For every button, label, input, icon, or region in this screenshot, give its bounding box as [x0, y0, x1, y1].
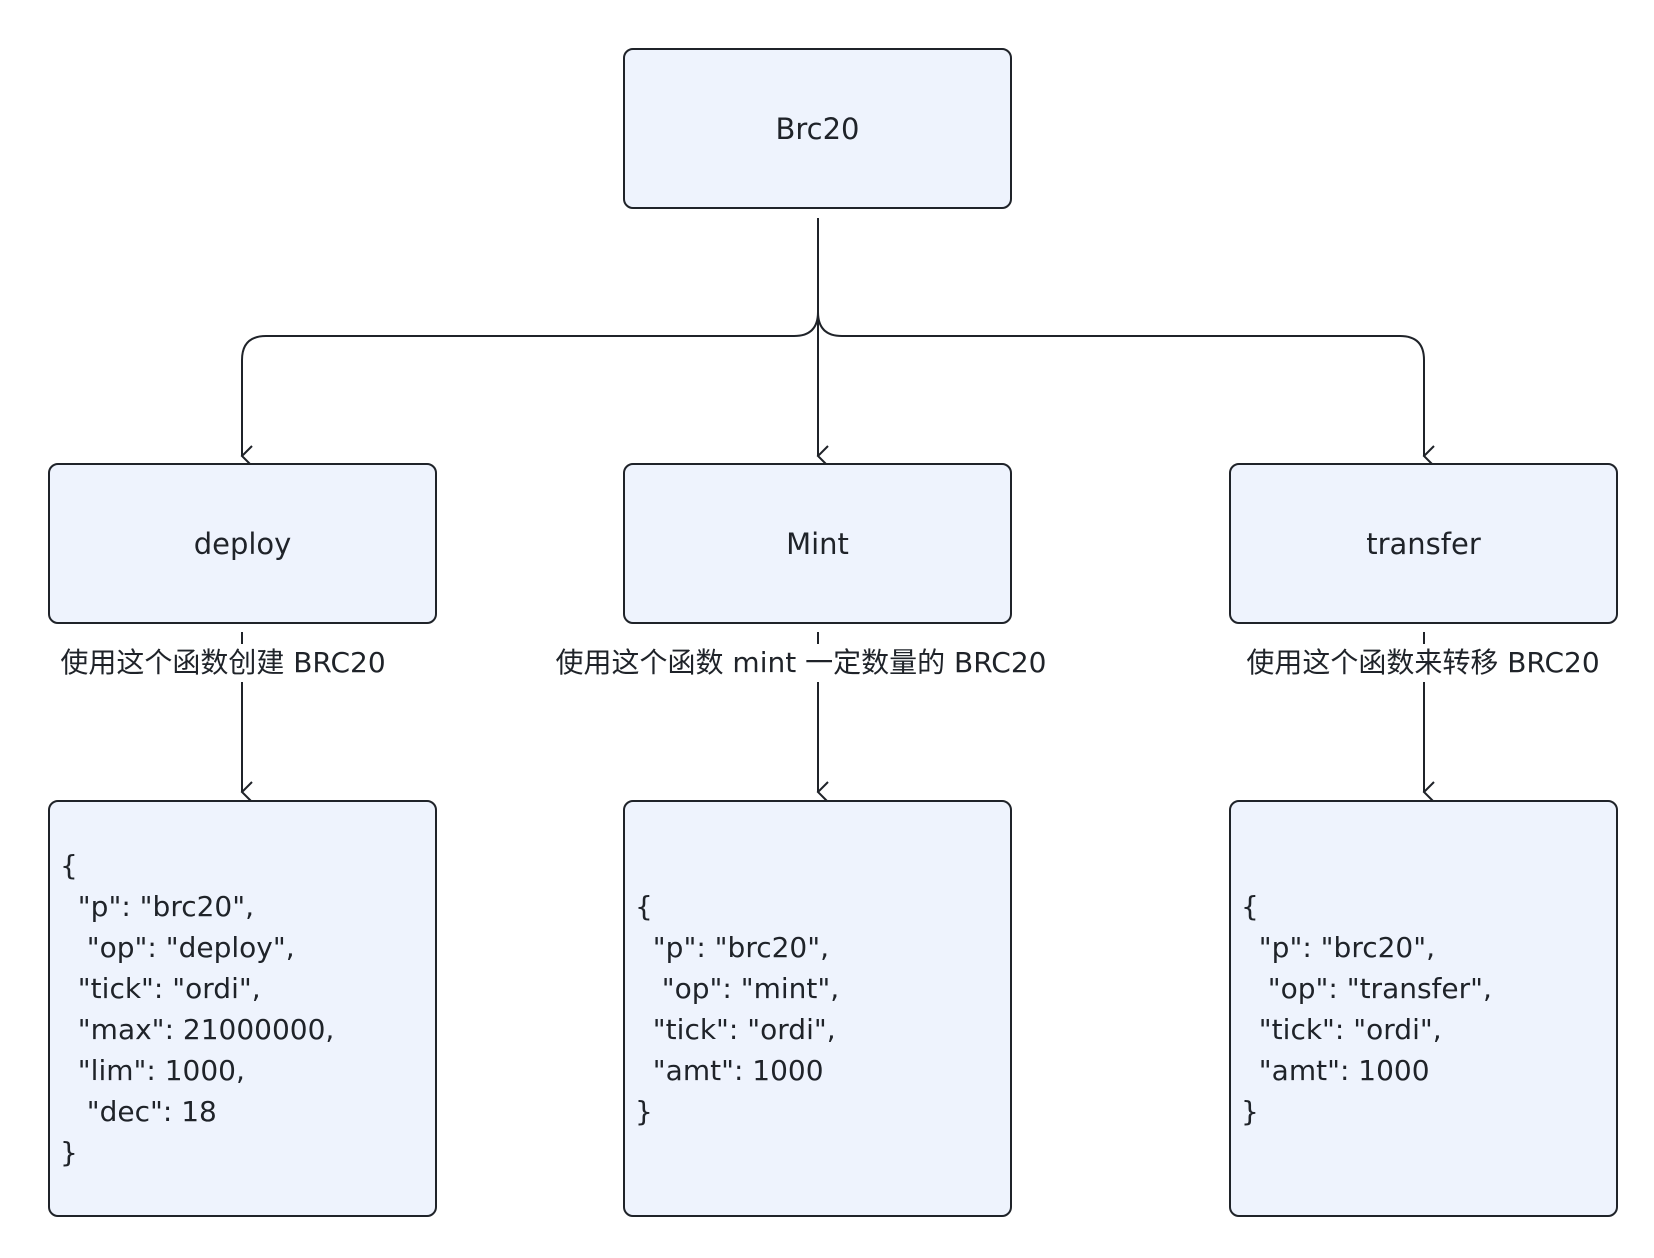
code-line: } [635, 1094, 653, 1128]
code-line: "op": "mint", [635, 971, 840, 1005]
code-line: "op": "deploy", [60, 930, 295, 964]
code-line: "max": 21000000, [60, 1012, 335, 1046]
edge-label-transfer: 使用这个函数来转移 BRC20 [1246, 644, 1600, 682]
edge-root-to-deploy [240, 218, 819, 467]
code-line: { [1241, 889, 1259, 923]
node-brc20: Brc20 [623, 48, 1012, 209]
code-block-mint: { "p": "brc20", "op": "mint", "tick": "o… [623, 800, 1012, 1217]
node-mint: Mint [623, 463, 1012, 624]
code-line: { [60, 848, 78, 882]
edge-label-deploy: 使用这个函数创建 BRC20 [60, 644, 386, 682]
code-block-deploy: { "p": "brc20", "op": "deploy", "tick": … [48, 800, 437, 1217]
node-label: Mint [786, 526, 849, 561]
code-line: } [60, 1135, 78, 1169]
code-line: "p": "brc20", [60, 889, 255, 923]
code-line: { [635, 889, 653, 923]
code-line: "tick": "ordi", [635, 1012, 836, 1046]
node-transfer: transfer [1229, 463, 1618, 624]
code-block-transfer: { "p": "brc20", "op": "transfer", "tick"… [1229, 800, 1618, 1217]
node-deploy: deploy [48, 463, 437, 624]
code-line: "p": "brc20", [635, 930, 830, 964]
code-line: "dec": 18 [60, 1094, 217, 1128]
code-line: } [1241, 1094, 1259, 1128]
node-label: transfer [1366, 526, 1481, 561]
code-line: "lim": 1000, [60, 1053, 245, 1087]
code-line: "op": "transfer", [1241, 971, 1492, 1005]
code-line: "tick": "ordi", [1241, 1012, 1442, 1046]
code-line: "p": "brc20", [1241, 930, 1436, 964]
code-line: "tick": "ordi", [60, 971, 261, 1005]
node-label: Brc20 [775, 111, 860, 146]
node-label: deploy [193, 526, 292, 561]
code-line: "amt": 1000 [635, 1053, 824, 1087]
edge-label-mint: 使用这个函数 mint 一定数量的 BRC20 [555, 644, 1047, 682]
edge-root-to-transfer [817, 218, 1435, 467]
code-line: "amt": 1000 [1241, 1053, 1430, 1087]
